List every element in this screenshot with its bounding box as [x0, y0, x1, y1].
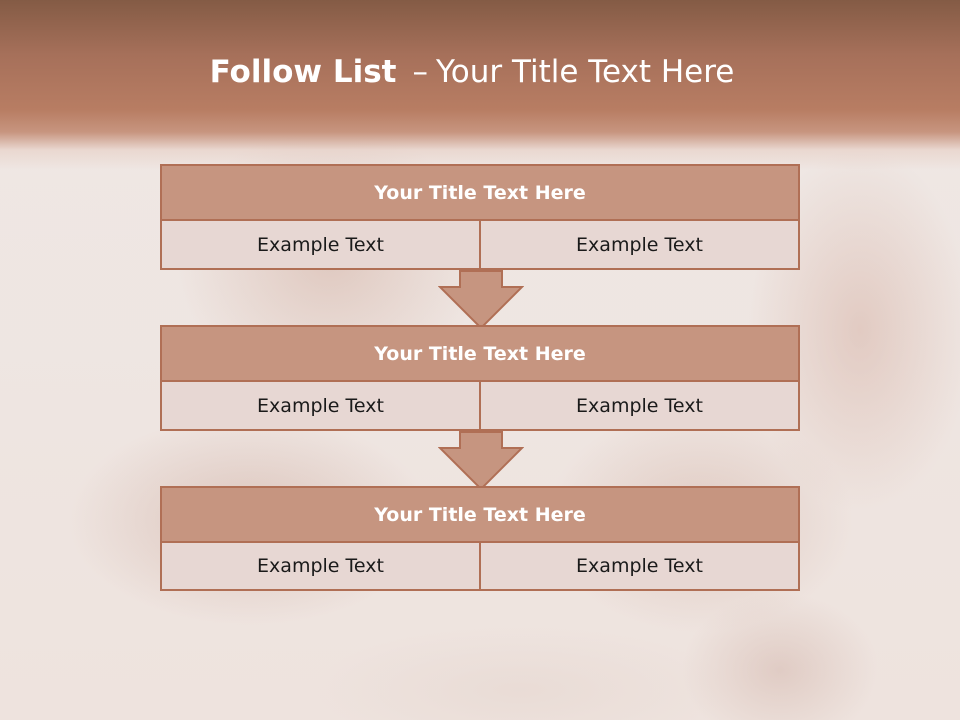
step-3-left-cell: Example Text	[160, 541, 481, 591]
step-1-left-cell: Example Text	[160, 219, 481, 270]
down-arrow-icon	[438, 270, 524, 330]
slide-title-rest: Your Title Text Here	[435, 54, 735, 90]
step-block-1: Your Title Text Here Example Text Exampl…	[160, 164, 800, 272]
step-title-2: Your Title Text Here	[160, 325, 800, 382]
step-3-right-cell: Example Text	[479, 541, 800, 591]
step-1-right-cell: Example Text	[479, 219, 800, 270]
down-arrow-icon	[438, 431, 524, 491]
step-block-3: Your Title Text Here Example Text Exampl…	[160, 486, 800, 592]
step-2-right-cell: Example Text	[479, 380, 800, 431]
step-block-2: Your Title Text Here Example Text Exampl…	[160, 325, 800, 433]
step-2-left-cell: Example Text	[160, 380, 481, 431]
header-band	[0, 0, 960, 170]
slide-title-separator: –	[412, 54, 428, 90]
slide-title-bold: Follow List	[209, 54, 397, 90]
step-title-3: Your Title Text Here	[160, 486, 800, 543]
slide-title: Follow List–Your Title Text Here	[0, 54, 944, 90]
step-title-1: Your Title Text Here	[160, 164, 800, 221]
